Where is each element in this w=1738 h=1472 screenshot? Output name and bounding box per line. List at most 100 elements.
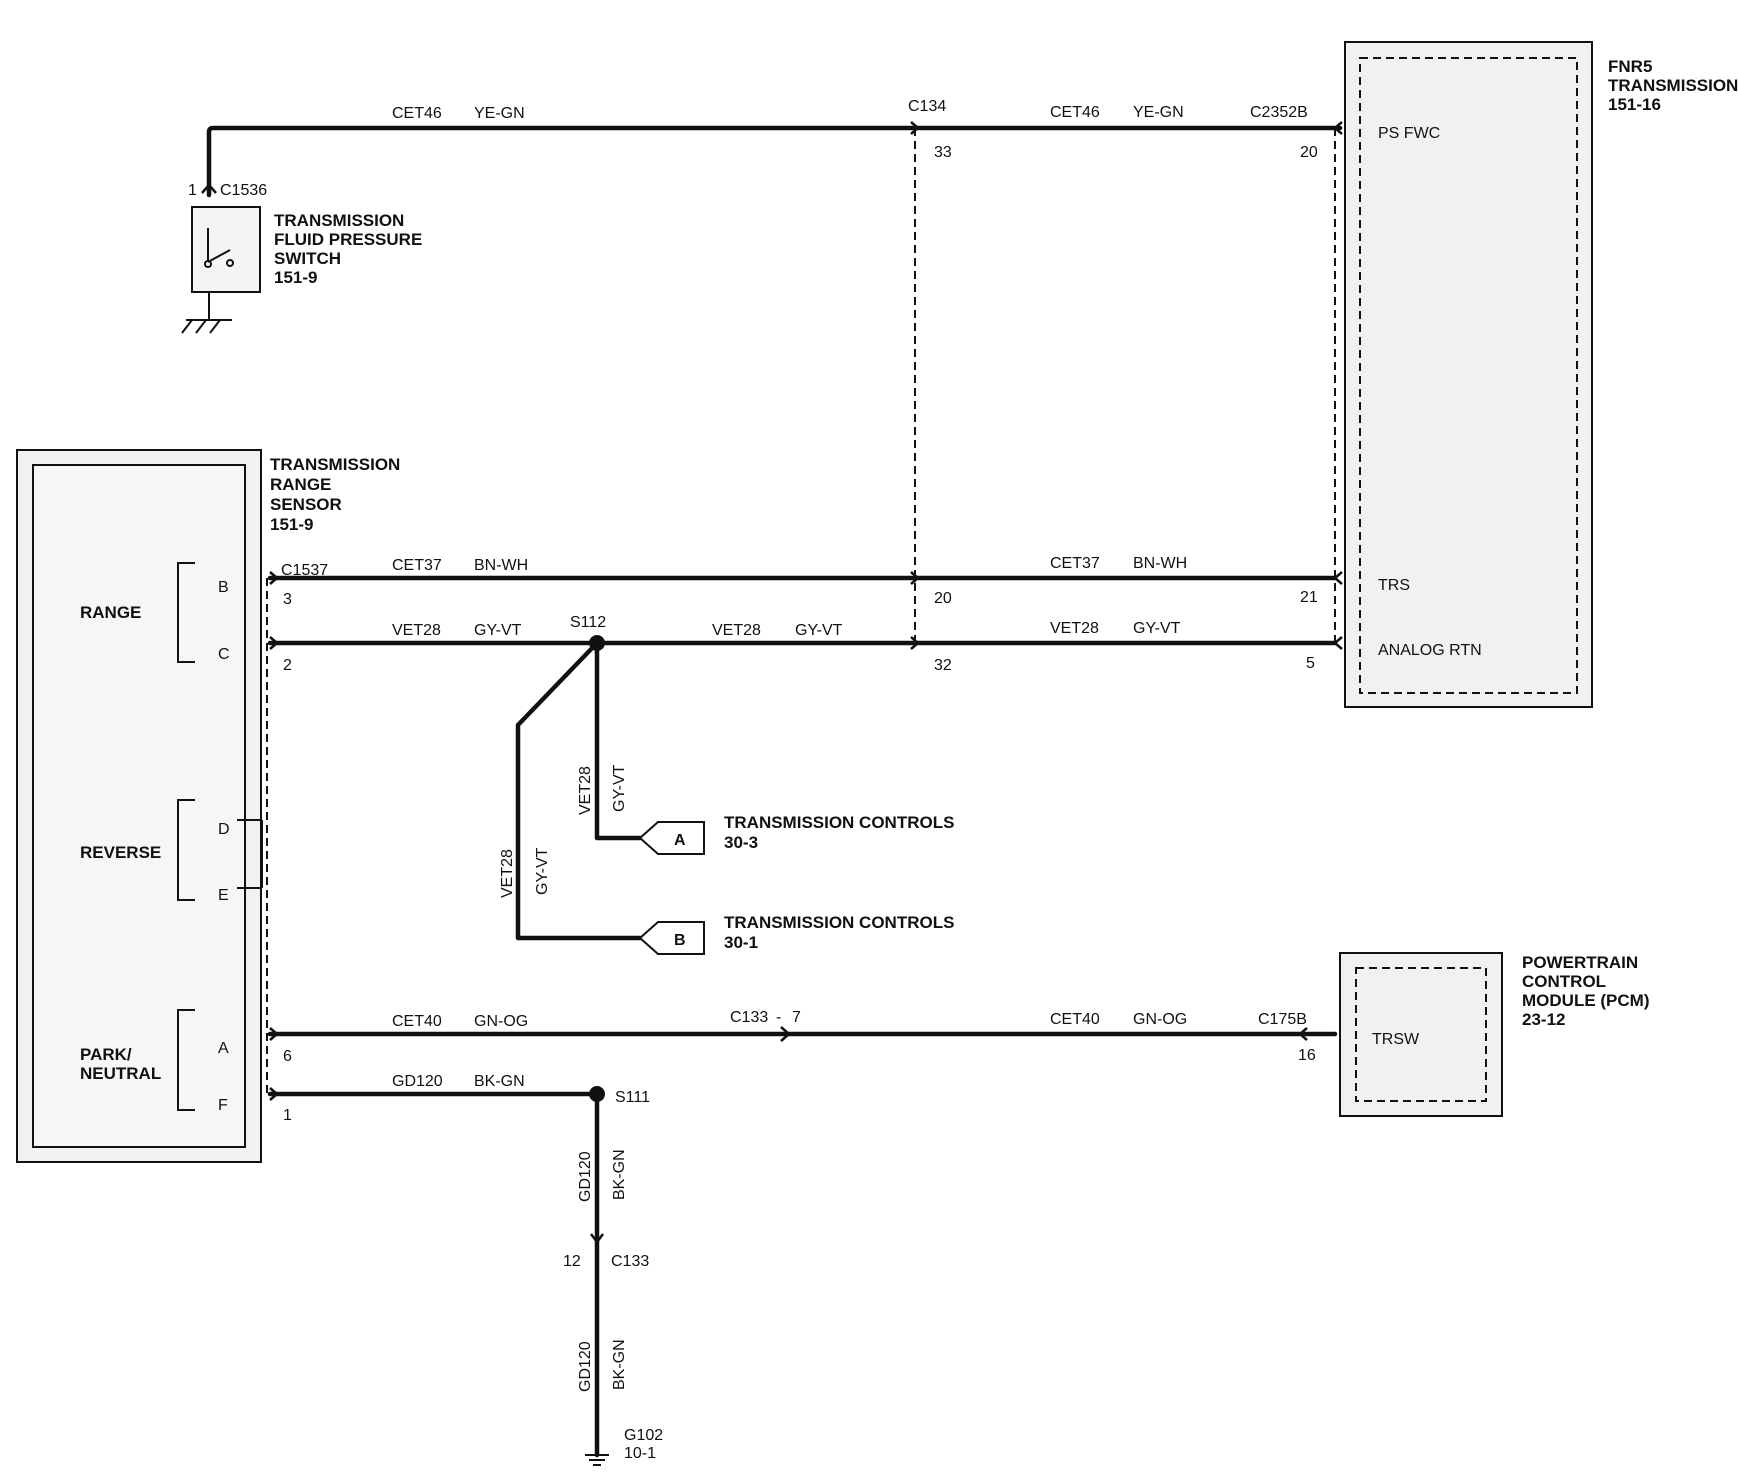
pressure-switch-box (191, 206, 261, 293)
connector-label: C1537 (281, 562, 328, 579)
connector-label: C133 (730, 1009, 768, 1026)
fnr5-transmission-box (1344, 41, 1593, 708)
wire-color: BN-WH (1133, 555, 1187, 572)
pin-number: 16 (1298, 1047, 1316, 1064)
pcm-title: POWERTRAIN (1522, 953, 1638, 972)
fnr5-title: FNR5 (1608, 57, 1652, 76)
wire-label: CET40 (392, 1013, 442, 1030)
wire-label: VET28 (1050, 620, 1099, 637)
pin-number: 1 (283, 1107, 292, 1124)
wire-label: CET46 (1050, 104, 1100, 121)
fnr5-ref: 151-16 (1608, 95, 1661, 114)
offpage-connector-icon: B (638, 921, 705, 955)
wire-label: GD120 (392, 1073, 443, 1090)
sensor-ref: 151-9 (270, 515, 313, 534)
pin-number: 20 (934, 590, 952, 607)
pin-number: 21 (1300, 589, 1318, 606)
sensor-title: TRANSMISSION (270, 455, 400, 474)
wire-color: BK-GN (611, 1149, 628, 1200)
pin-number: 2 (283, 657, 292, 674)
pin-letter: D (218, 821, 230, 838)
offpage-a-letter: A (674, 832, 686, 849)
sensor-title: SENSOR (270, 495, 342, 514)
switch-ref: 151-9 (274, 268, 317, 287)
pin-number: 5 (1306, 655, 1315, 672)
pin-number: 3 (283, 591, 292, 608)
wire-label: VET28 (392, 622, 441, 639)
wire-color: GY-VT (1133, 620, 1181, 637)
connector-label: C133 (611, 1253, 649, 1270)
pcm-ref: 23-12 (1522, 1010, 1565, 1029)
wire-gd120 (267, 1091, 600, 1458)
switch-title: SWITCH (274, 249, 341, 268)
wire-label: CET40 (1050, 1011, 1100, 1028)
splice-icon (589, 1086, 605, 1102)
pin-number: 7 (792, 1009, 801, 1026)
wire-label: CET37 (1050, 555, 1100, 572)
pin-label-trs: TRS (1378, 577, 1410, 594)
sensor-brackets (177, 562, 263, 1111)
wire-vet28-branch-b (515, 640, 643, 941)
wire-color: GY-VT (611, 764, 628, 812)
range-label: RANGE (80, 603, 141, 622)
wire-label: GD120 (577, 1341, 594, 1392)
ground-ref: 10-1 (624, 1445, 656, 1462)
pin-letter: F (218, 1097, 228, 1114)
wire-label: GD120 (577, 1151, 594, 1202)
pin-letter: C (218, 646, 230, 663)
ground-label: G102 (624, 1427, 663, 1444)
connector-label: C175B (1258, 1011, 1307, 1028)
offpage-a-ref: 30-3 (724, 833, 758, 852)
pin-number: 1 (188, 182, 197, 199)
pcm-title: CONTROL (1522, 972, 1606, 991)
connector-label: C1536 (220, 182, 267, 199)
connector-arrow-icon (201, 121, 1343, 1245)
wire-color: BK-GN (474, 1073, 525, 1090)
switch-title: TRANSMISSION (274, 211, 404, 230)
ground-icon (585, 1454, 609, 1466)
switch-title: FLUID PRESSURE (274, 230, 422, 249)
pin-label-ps-fwc: PS FWC (1378, 125, 1440, 142)
wire-label: VET28 (499, 849, 516, 898)
connector-label: C134 (908, 98, 946, 115)
wire-color: YE-GN (474, 105, 525, 122)
offpage-b-title: TRANSMISSION CONTROLS (724, 913, 954, 932)
splice-label: S112 (570, 614, 606, 631)
offpage-b-ref: 30-1 (724, 933, 758, 952)
pcm-box (1339, 952, 1503, 1117)
connector-separator: - (776, 1009, 781, 1026)
wire-color: YE-GN (1133, 104, 1184, 121)
wire-color: GN-OG (474, 1013, 528, 1030)
splice-label: S111 (615, 1089, 650, 1106)
pin-number: 32 (934, 657, 952, 674)
splice-icon (589, 635, 605, 651)
wire-color: GY-VT (795, 622, 843, 639)
range-sensor-box (16, 449, 262, 1163)
wire-label: VET28 (577, 766, 594, 815)
wire-color: BK-GN (611, 1339, 628, 1390)
pin-letter: E (218, 887, 229, 904)
pin-number: 12 (563, 1253, 581, 1270)
pin-label-trsw: TRSW (1372, 1031, 1420, 1048)
pin-letter: B (218, 579, 229, 596)
wire-label: CET37 (392, 557, 442, 574)
pin-number: 20 (1300, 144, 1318, 161)
switch-icon (204, 228, 234, 268)
reverse-label: REVERSE (80, 843, 161, 862)
offpage-b-letter: B (674, 932, 686, 949)
wire-color: BN-WH (474, 557, 528, 574)
pcm-title: MODULE (PCM) (1522, 991, 1649, 1010)
park-label: PARK/ (80, 1045, 132, 1064)
wire-color: GY-VT (534, 847, 551, 895)
wire-color: GY-VT (474, 622, 522, 639)
fnr5-title: TRANSMISSION (1608, 76, 1738, 95)
pin-letter: A (218, 1040, 229, 1057)
offpage-a-title: TRANSMISSION CONTROLS (724, 813, 954, 832)
wire-label: VET28 (712, 622, 761, 639)
wire-label: CET46 (392, 105, 442, 122)
pin-label-analog-rtn: ANALOG RTN (1378, 642, 1482, 659)
offpage-connector-icon: A (638, 821, 705, 855)
sensor-title: RANGE (270, 475, 331, 494)
connector-label: C2352B (1250, 104, 1308, 121)
